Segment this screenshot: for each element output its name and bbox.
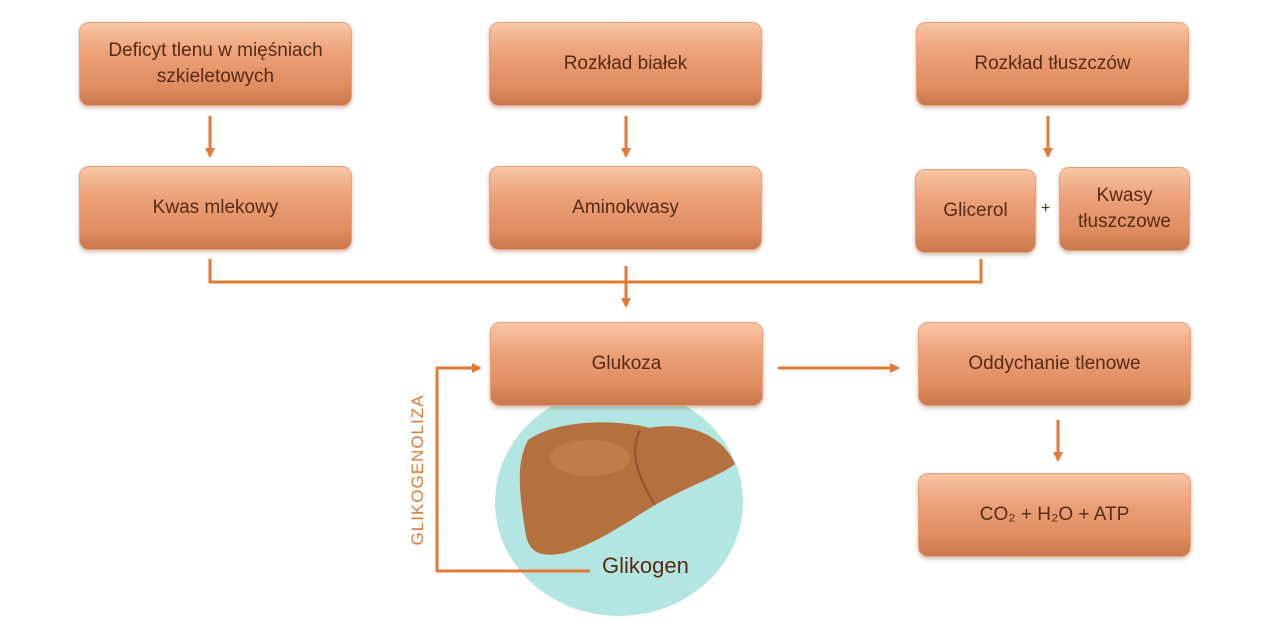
- box-oxygen-deficit: Deficyt tlenu w mięśniach szkieletowych: [79, 22, 352, 106]
- merge-line: [208, 259, 983, 284]
- liver-icon: [519, 422, 735, 555]
- box-aerobic-respiration: Oddychanie tlenowe: [918, 322, 1191, 406]
- box-protein-breakdown: Rozkład białek: [489, 22, 762, 106]
- box-glycerol: Glicerol: [915, 169, 1036, 253]
- box-lactic-acid: Kwas mlekowy: [79, 166, 352, 250]
- box-products: CO₂ + H₂O + ATP: [918, 473, 1191, 557]
- plus-sign: +: [1041, 200, 1051, 217]
- box-glucose: Glukoza: [490, 322, 763, 406]
- box-fatty-acids: Kwasy tłuszczowe: [1059, 167, 1190, 251]
- glycogenolysis-loop: [435, 363, 590, 573]
- box-fat-breakdown: Rozkład tłuszczów: [916, 22, 1189, 106]
- glycogenolysis-label: GLIKOGENOLIZA: [408, 394, 427, 546]
- box-amino-acids: Aminokwasy: [489, 166, 762, 250]
- glycogen-label: Glikogen: [602, 553, 689, 578]
